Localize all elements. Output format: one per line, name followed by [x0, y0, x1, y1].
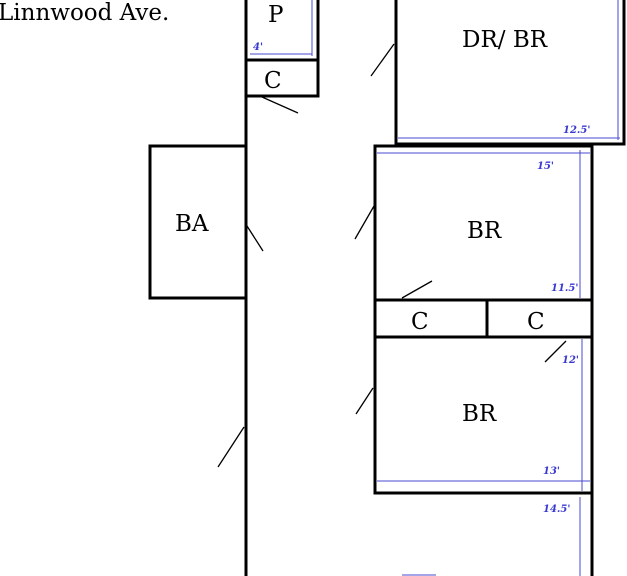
closet-top-door	[261, 96, 299, 114]
br1-door	[354, 205, 375, 240]
pantry-dimension: 4'	[253, 42, 263, 53]
hallway-door	[217, 426, 245, 468]
dr-br-dimension: 12.5'	[563, 125, 590, 136]
br1-closet-door	[401, 280, 433, 299]
br2-top-dimension: 12'	[562, 355, 579, 366]
br2-door	[355, 387, 374, 415]
br2-width-dimension: 13'	[543, 466, 560, 477]
bath-room	[148, 144, 248, 300]
br1-top-dimension: 15'	[537, 161, 554, 172]
street-label: Linnwood Ave.	[0, 0, 169, 26]
bedroom-2-room	[373, 335, 594, 495]
bath-label: BA	[175, 211, 209, 237]
br1-side-dimension: 11.5'	[551, 283, 578, 294]
closet-mid-right-label: C	[527, 309, 545, 335]
bedroom-2-label: BR	[462, 401, 497, 427]
bath-door	[246, 225, 264, 252]
pantry-label: P	[268, 2, 283, 28]
closet-top-room	[244, 58, 320, 98]
dr-br-door	[370, 43, 395, 77]
dining-bedroom-room	[394, 0, 626, 146]
br2-closet-door	[544, 340, 567, 363]
bedroom-1-label: BR	[467, 218, 502, 244]
closet-mid-left-room	[373, 298, 489, 339]
closet-top-label: C	[264, 68, 282, 94]
bottom-room-dimension: 14.5'	[543, 504, 570, 515]
dining-bedroom-label: DR/ BR	[462, 27, 548, 53]
closet-mid-left-label: C	[411, 309, 429, 335]
